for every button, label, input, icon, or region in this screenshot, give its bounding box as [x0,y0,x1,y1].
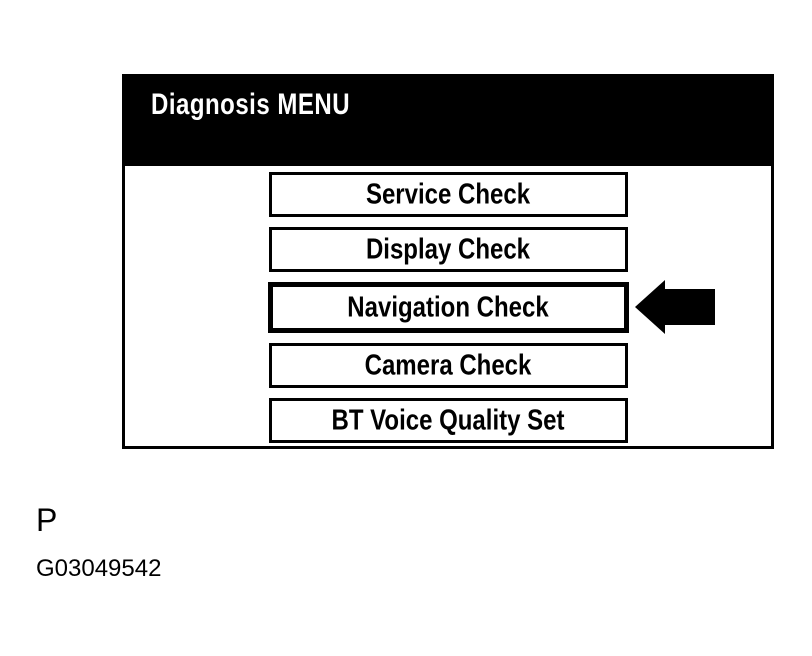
screen-titlebar: Diagnosis MENU [125,77,771,166]
menu-button-camera-check[interactable]: Camera Check [268,343,628,388]
diagnosis-screen: Diagnosis MENU Service Check Display Che… [122,74,774,449]
menu-list: Service Check Display Check Navigation C… [125,166,771,443]
figure-id: G03049542 [36,555,162,582]
menu-button-label: BT Voice Quality Set [331,403,565,437]
menu-button-label: Display Check [365,232,531,266]
page-marker: P [36,502,58,538]
menu-button-service-check[interactable]: Service Check [268,172,628,217]
arrow-left-icon [635,280,715,334]
menu-button-label: Navigation Check [347,290,549,324]
menu-button-label: Service Check [365,177,531,211]
menu-button-bt-voice-quality-set[interactable]: BT Voice Quality Set [268,398,628,443]
menu-button-label: Camera Check [364,348,532,382]
screen-title: Diagnosis MENU [151,87,351,122]
menu-button-display-check[interactable]: Display Check [268,227,628,272]
menu-button-navigation-check[interactable]: Navigation Check [267,282,629,333]
